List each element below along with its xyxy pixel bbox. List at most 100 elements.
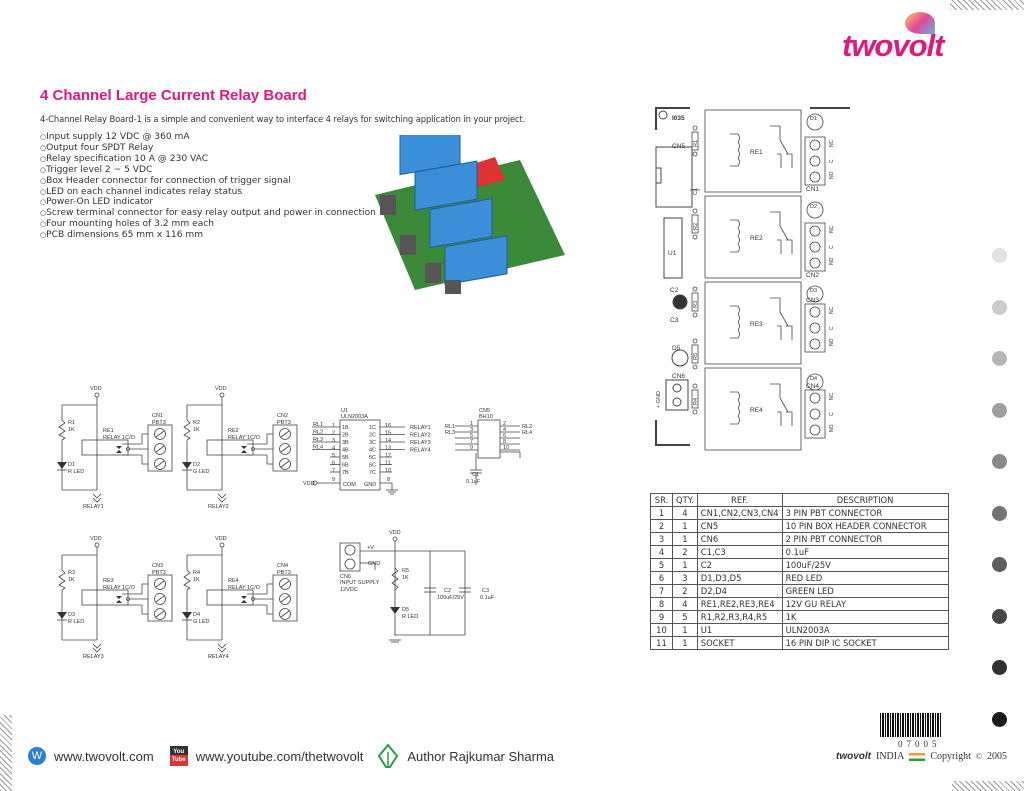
- wire: [280, 580, 290, 588]
- youtube-link[interactable]: www.youtube.com/thetwovolt: [195, 748, 364, 764]
- bom-cell: 1: [672, 532, 698, 546]
- cn5-pin-label: RL2: [522, 424, 532, 430]
- bom-cell: 2 PIN PBT CONNECTOR: [781, 532, 949, 546]
- led: [57, 462, 67, 469]
- led: [182, 462, 192, 469]
- pcb-layout: RE1NCCNOCN1D1RE2NCCNOCN2D2RE3NCCNOCN3D3R…: [655, 107, 850, 451]
- feature-item: Output four SPDT Relay: [40, 143, 376, 154]
- pcb-screw-icon: [809, 241, 821, 253]
- cn5-pin-number: 1: [470, 421, 473, 427]
- u1-label: U1: [341, 408, 348, 414]
- c3-label: C3: [482, 588, 489, 594]
- bom-cell: ULN2003A: [781, 623, 949, 637]
- bom-cell: CN1,CN2,CN3,CN4: [696, 506, 783, 520]
- screw-icon: [279, 458, 291, 470]
- wire: [155, 595, 165, 603]
- channel-label-re: RE3: [103, 578, 114, 584]
- pcb-screw-icon: [809, 155, 821, 167]
- bom-cell: RE1,RE2,RE3,RE4: [696, 597, 783, 611]
- pcb-terminal-label: NC: [829, 392, 835, 400]
- u1-output-label: RELAY2: [410, 433, 431, 439]
- cn5-pin-label: RL3: [445, 430, 455, 436]
- pcb-resistor: [691, 292, 699, 312]
- screw-icon: [279, 443, 291, 455]
- wire: [155, 610, 165, 618]
- pcb-pad: [692, 208, 698, 214]
- pcb-connector-label: CN2: [806, 272, 819, 279]
- d5-value: R LED: [402, 614, 418, 620]
- decorative-dot: [992, 660, 1007, 675]
- u1-pin-number: 13: [385, 446, 391, 452]
- decorative-dot: [992, 299, 1007, 315]
- pcb-cn6-pins: + GND: [656, 391, 662, 408]
- output-arrow: [217, 493, 227, 499]
- channel-label-d: D4: [193, 612, 200, 618]
- channel-label-dv: G LED: [193, 619, 210, 625]
- gnd-pin: GND: [364, 482, 376, 488]
- bom-cell: 12V GU RELAY: [781, 597, 949, 611]
- pcb-relay-switch: [770, 383, 793, 426]
- barcode-number: 07005: [898, 739, 941, 749]
- bom-cell: 2: [672, 584, 698, 598]
- relay-common: [251, 597, 255, 601]
- u1-pin-label: 5B: [342, 455, 349, 461]
- pcb-resistor: [691, 389, 699, 409]
- channel-label-dv: G LED: [193, 469, 210, 475]
- u1-part: ULN2003A: [341, 414, 368, 420]
- channel-label-vdd: VDD: [90, 386, 102, 392]
- pcb-led-label: D4: [810, 376, 817, 382]
- vdd-terminal: [94, 392, 100, 398]
- pcb-led-label: D3: [810, 288, 817, 294]
- plus-label: +V: [367, 545, 374, 551]
- pcb-relay-label: RE4: [750, 407, 763, 414]
- pcb-terminal-label: C: [829, 412, 835, 416]
- gnd-label: GND: [368, 561, 380, 567]
- bom-cell: 3: [672, 571, 698, 585]
- copyright-year: 2005: [986, 751, 1007, 762]
- u1-input-label: RL4: [313, 445, 323, 451]
- u1-pin-number: 12: [385, 453, 391, 459]
- pcb-screw-terminal: [804, 303, 826, 353]
- relay-contact: [116, 596, 122, 599]
- cn5-pin-number: 8: [503, 439, 506, 445]
- website-link[interactable]: www.twovolt.com: [54, 748, 154, 764]
- bom-cell: CN6: [696, 532, 783, 546]
- u1-pin-label: 1C: [369, 425, 376, 431]
- supply-voltage: 12VDC: [340, 587, 358, 593]
- u1-pin-label: 3C: [369, 440, 376, 446]
- bom-cell: D1,D3,D5: [696, 571, 783, 585]
- pcb-screw-icon: [809, 408, 821, 420]
- channel-label-dv: R LED: [68, 469, 84, 475]
- screw-icon: [154, 608, 166, 620]
- bom-cell: GREEN LED: [781, 584, 949, 598]
- relay-common: [251, 447, 255, 451]
- copyright-country: INDIA: [876, 751, 905, 762]
- bom-header: REF.: [696, 493, 783, 507]
- screw-terminal: [272, 574, 298, 622]
- pcb-screw-icon: [809, 322, 821, 334]
- channel-label-cnv: PBT3: [277, 570, 291, 576]
- pcb-resistor-label: R4: [693, 398, 699, 405]
- website-icon: W: [28, 747, 46, 765]
- u1-pin-number: 7: [332, 468, 335, 474]
- u1-pin-number: 3: [332, 438, 335, 444]
- channel-label-rv: 1K: [193, 577, 200, 583]
- bom-cell: RED LED: [781, 571, 949, 585]
- bom-cell: 4: [672, 506, 698, 520]
- copyright-line: twovolt INDIA Copyright © 2005: [836, 751, 1007, 762]
- cn5-pin-number: 7: [470, 439, 473, 445]
- bom-cell: 4: [650, 545, 673, 559]
- cn5-pin-label: RL1: [445, 424, 455, 430]
- bom-cell: 0.1uF: [781, 545, 949, 559]
- decorative-dot: [992, 711, 1007, 727]
- resistor: [58, 419, 66, 441]
- decorative-dot: [992, 505, 1007, 521]
- bom-cell: 8: [650, 597, 673, 611]
